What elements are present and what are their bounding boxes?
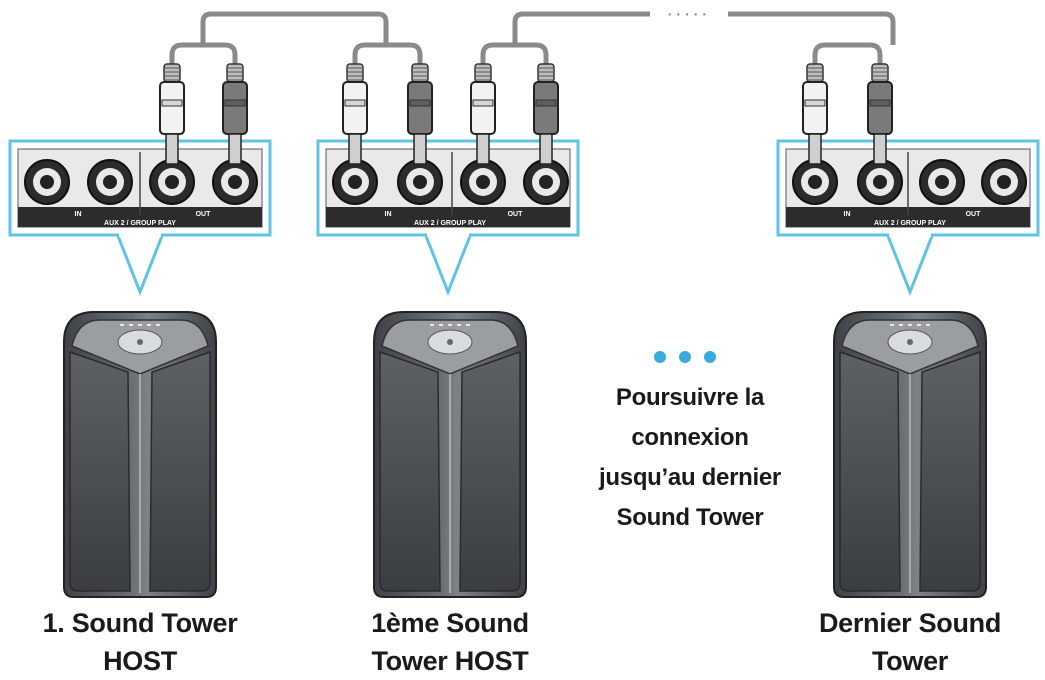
out-label: OUT xyxy=(508,211,524,218)
continue-line-2: connexion xyxy=(631,424,749,451)
cable-continuation-dots: ····· xyxy=(666,3,709,25)
continue-instruction: Poursuivre la connexion jusqu’au dernier… xyxy=(565,378,815,538)
in-label: IN xyxy=(75,211,82,218)
panel-label: AUX 2 / GROUP PLAY xyxy=(104,220,176,227)
red-rca-plug xyxy=(867,63,893,165)
jack-panel-3: IN OUT AUX 2 / GROUP PLAY xyxy=(776,139,1040,297)
speaker-3-caption: Dernier Sound Tower xyxy=(790,604,1030,680)
sound-tower-speaker-1 xyxy=(63,311,217,598)
sound-tower-speaker-2 xyxy=(373,311,527,598)
white-rca-plug xyxy=(802,63,828,165)
continuation-dots xyxy=(654,351,716,363)
speaker-3-caption-line-2: Tower xyxy=(871,646,948,676)
panel-label: AUX 2 / GROUP PLAY xyxy=(414,220,486,227)
red-rca-plug xyxy=(533,63,559,165)
speaker-1-caption-line-1: 1. Sound Tower xyxy=(42,608,238,638)
speaker-2-caption-line-2: Tower HOST xyxy=(371,646,529,676)
speaker-3-caption-line-1: Dernier Sound xyxy=(818,608,1002,638)
continue-line-3: jusqu’au dernier xyxy=(599,464,781,491)
rca-plugs xyxy=(159,63,893,165)
in-label: IN xyxy=(385,211,392,218)
continue-line-1: Poursuivre la xyxy=(615,384,765,411)
speaker-2-caption-line-1: 1ème Sound xyxy=(371,608,529,638)
white-rca-plug xyxy=(342,63,368,165)
out-label: OUT xyxy=(196,211,212,218)
speaker-1-caption-line-2: HOST xyxy=(103,646,177,676)
sound-tower-speaker-3 xyxy=(833,311,987,598)
out-label: OUT xyxy=(966,211,982,218)
panel-label: AUX 2 / GROUP PLAY xyxy=(874,220,946,227)
speakers xyxy=(63,311,987,598)
in-label: IN xyxy=(844,211,851,218)
red-rca-plug xyxy=(222,63,248,165)
red-rca-plug xyxy=(407,63,433,165)
white-rca-plug xyxy=(470,63,496,165)
speaker-2-caption: 1ème Sound Tower HOST xyxy=(330,604,570,680)
white-rca-plug xyxy=(159,63,185,165)
speaker-1-caption: 1. Sound Tower HOST xyxy=(20,604,260,680)
continue-line-4: Sound Tower xyxy=(616,504,764,531)
interconnect-cables xyxy=(169,11,896,80)
